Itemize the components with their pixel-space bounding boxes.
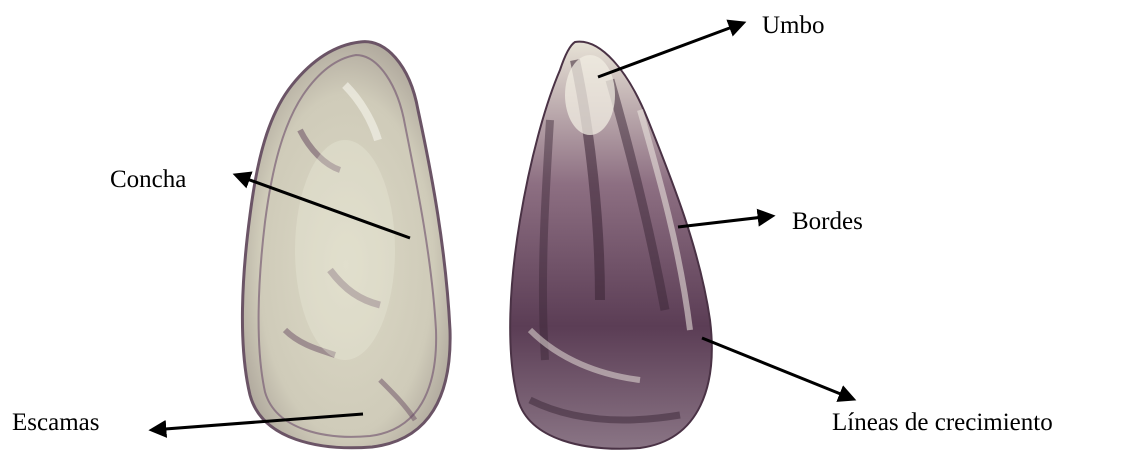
left-shell: [242, 42, 450, 448]
right-shell-umbo-highlight: [565, 55, 615, 135]
arrow-umbo: [598, 23, 743, 77]
label-bordes: Bordes: [792, 209, 863, 234]
label-lineas: Líneas de crecimiento: [832, 410, 1053, 435]
label-escamas: Escamas: [12, 410, 99, 435]
label-umbo: Umbo: [762, 13, 825, 38]
arrow-bordes: [678, 216, 772, 227]
arrow-lineas: [702, 338, 853, 399]
left-shell-highlight: [295, 140, 395, 360]
label-concha: Concha: [110, 167, 186, 192]
right-shell: [510, 42, 712, 449]
